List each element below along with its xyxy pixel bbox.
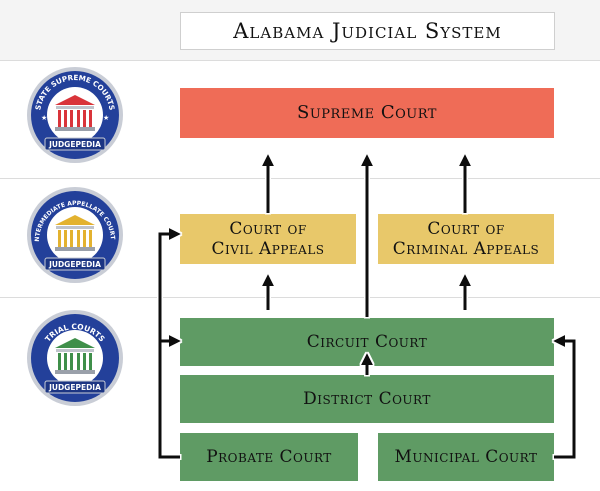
trial-courts-seal: TRIAL COURTS JUDGEPEDIA bbox=[27, 310, 123, 406]
criminal-appeals-label-line1: Court of bbox=[427, 219, 505, 239]
supreme-court-box: Supreme Court bbox=[180, 88, 554, 138]
tier-divider-middle bbox=[0, 178, 600, 179]
municipal-court-box: Municipal Court bbox=[378, 433, 554, 481]
municipal-court-label: Municipal Court bbox=[394, 447, 538, 467]
criminal-appeals-label-line2: Criminal Appeals bbox=[392, 239, 540, 259]
svg-text:★: ★ bbox=[103, 114, 109, 122]
diagram-title: Alabama Judicial System bbox=[180, 12, 555, 50]
circuit-court-label: Circuit Court bbox=[306, 332, 428, 352]
probate-court-box: Probate Court bbox=[180, 433, 358, 481]
trial-seal-banner: JUDGEPEDIA bbox=[48, 383, 101, 392]
probate-left-bracket bbox=[158, 228, 181, 459]
supreme-courts-seal: STATE SUPREME COURTS ★ ★ JUDGEPEDIA bbox=[27, 67, 123, 163]
supreme-court-label: Supreme Court bbox=[297, 102, 437, 123]
municipal-right-bracket bbox=[553, 335, 576, 459]
district-court-box: District Court bbox=[180, 375, 554, 423]
trial-courthouse-icon bbox=[55, 338, 95, 374]
criminal-appeals-box: Court of Criminal Appeals bbox=[378, 214, 554, 264]
civil-appeals-box: Court of Civil Appeals bbox=[180, 214, 356, 264]
svg-text:★: ★ bbox=[41, 114, 47, 122]
supreme-seal-banner: JUDGEPEDIA bbox=[48, 140, 101, 149]
supreme-courthouse-icon bbox=[55, 95, 95, 131]
civil-appeals-label-line1: Court of bbox=[229, 219, 307, 239]
tier-divider-top bbox=[0, 60, 600, 61]
appellate-seal-banner: JUDGEPEDIA bbox=[48, 260, 101, 269]
district-court-label: District Court bbox=[303, 389, 431, 409]
civil-appeals-label-line2: Civil Appeals bbox=[211, 239, 325, 259]
appellate-courthouse-icon bbox=[55, 215, 95, 251]
probate-court-label: Probate Court bbox=[206, 447, 332, 467]
tier-divider-bottom bbox=[0, 297, 600, 298]
appellate-courts-seal: INTERMEDIATE APPELLATE COURTS JUDGEPEDIA bbox=[25, 185, 123, 283]
